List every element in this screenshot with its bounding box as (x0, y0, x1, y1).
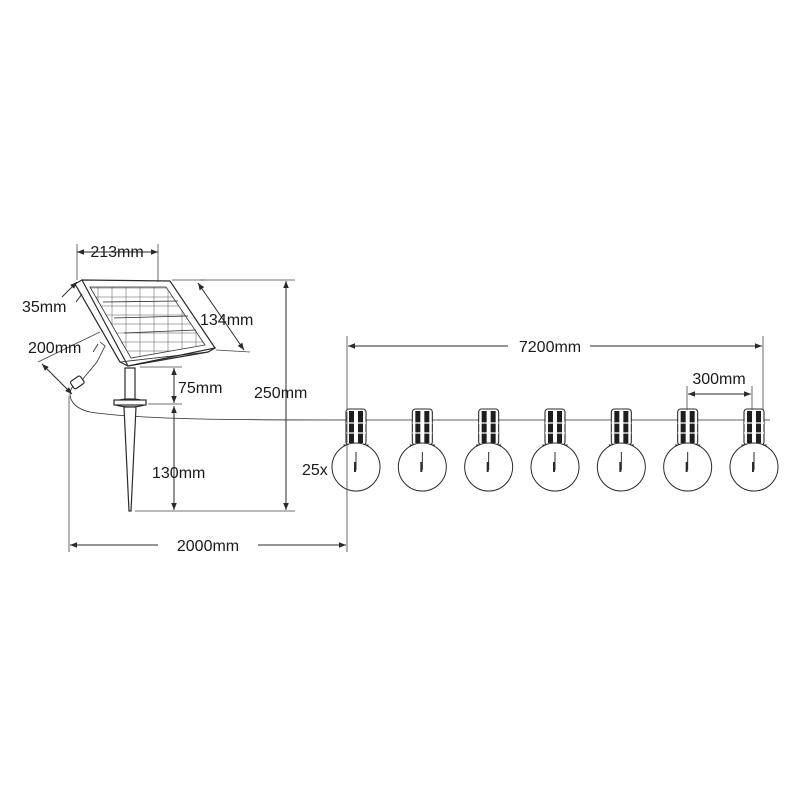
stake-spike (123, 406, 137, 512)
panel-cable-label: 200mm (28, 340, 81, 357)
panel-depth-label: 134mm (200, 312, 253, 329)
bulb (331, 408, 381, 492)
lead-cable-label: 2000mm (177, 538, 239, 555)
cable-connector (69, 375, 85, 390)
total-height-label: 250mm (254, 385, 307, 402)
string-length-label: 7200mm (519, 339, 581, 356)
bulb-count-label: 25x (302, 462, 328, 479)
panel-thickness-label: 35mm (22, 299, 66, 316)
bulb (729, 408, 779, 492)
bulb (464, 408, 514, 492)
bulb (663, 408, 713, 492)
ground-stake (113, 367, 147, 512)
bulb-string (331, 408, 779, 492)
panel-width-label: 213mm (90, 244, 143, 261)
solar-panel (74, 279, 217, 367)
bulb-spacing-label: 300mm (692, 371, 745, 388)
bulb (397, 408, 447, 492)
stake-lower-label: 130mm (152, 465, 205, 482)
stake-post (124, 367, 136, 401)
bulb (530, 408, 580, 492)
bulb (596, 408, 646, 492)
stake-upper-label: 75mm (178, 380, 222, 397)
dimensions: 213mm 35mm 134mm 200mm 250mm 75mm 130mm (22, 244, 764, 555)
